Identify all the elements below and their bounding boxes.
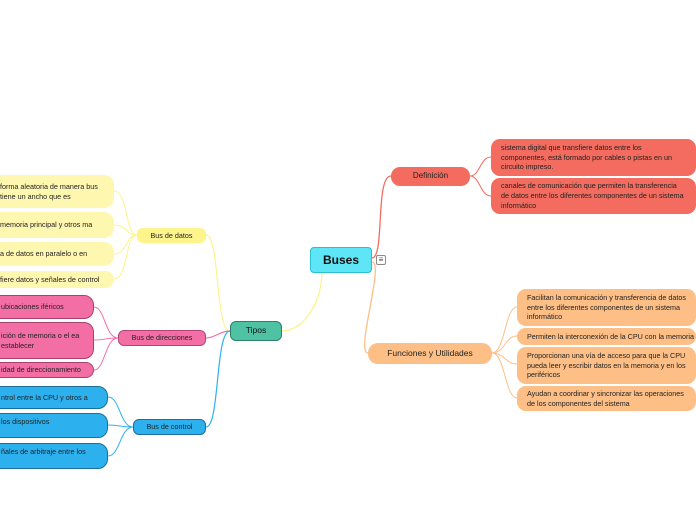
direcciones-item-2[interactable]: ición de memoria o el ea establecer: [0, 322, 94, 359]
connector-root-tipos: [281, 271, 323, 332]
topic-tipos[interactable]: Tipos: [230, 321, 282, 341]
datos-item-4-text: fiere datos y señales de control: [0, 274, 100, 284]
connector-funciones-item-4: [491, 352, 518, 399]
connector-tipos-direcciones: [205, 330, 231, 339]
subtopic-bus-de-datos[interactable]: Bus de datos: [137, 228, 206, 243]
connector-tipos-datos: [205, 234, 231, 332]
subtopic-bus-de-direcciones-label: Bus de direcciones: [131, 333, 193, 343]
connector-funciones-item-1: [491, 306, 518, 354]
funciones-item-3-text: Proporcionan una vía de acceso para que …: [527, 350, 686, 380]
connector-datos-item-4: [113, 234, 138, 280]
control-item-3[interactable]: ñales de arbitraje entre los: [0, 443, 108, 469]
datos-item-4[interactable]: fiere datos y señales de control: [0, 271, 114, 288]
definicion-item-1-text: sistema digital que transfiere datos ent…: [501, 142, 673, 172]
funciones-item-2[interactable]: Permiten la interconexión de la CPU con …: [517, 328, 696, 345]
definicion-item-2[interactable]: canales de comunicación que permiten la …: [491, 178, 696, 214]
definicion-item-2-text: canales de comunicación que permiten la …: [501, 181, 684, 210]
connector-root-definicion: [371, 175, 392, 259]
datos-item-1-text: forma aleatoria de manera bus tiene un a…: [0, 181, 98, 201]
root-topic-label: Buses: [322, 252, 360, 267]
connector-control-item-1: [107, 396, 134, 428]
connector-direcciones-item-3: [93, 337, 119, 371]
funciones-item-4-text: Ayudan a coordinar y sincronizar las ope…: [527, 388, 684, 408]
direcciones-item-3[interactable]: idad de direccionamiento: [0, 362, 94, 378]
menu-lines-icon[interactable]: ≡: [376, 255, 386, 265]
subtopic-bus-de-direcciones[interactable]: Bus de direcciones: [118, 330, 206, 346]
connector-definicion-item-1: [469, 156, 492, 177]
connector-datos-item-1: [113, 190, 138, 236]
direcciones-item-1-text: ubicaciones iféricos: [1, 302, 64, 312]
direcciones-item-2-text: ición de memoria o el ea establecer: [1, 330, 80, 350]
funciones-item-3[interactable]: Proporcionan una vía de acceso para que …: [517, 347, 696, 384]
topic-definicion[interactable]: Definición: [391, 167, 470, 186]
connector-definicion-item-2: [469, 175, 492, 197]
connector-control-item-2: [107, 424, 134, 428]
connector-tipos-control: [205, 330, 231, 428]
topic-tipos-label: Tipos: [245, 325, 267, 336]
datos-item-2[interactable]: memoria principal y otros ma: [0, 212, 114, 238]
datos-item-1[interactable]: forma aleatoria de manera bus tiene un a…: [0, 175, 114, 208]
direcciones-item-1[interactable]: ubicaciones iféricos: [0, 295, 94, 319]
topic-funciones-label: Funciones y Utilidades: [387, 347, 473, 358]
connector-root-funciones: [364, 261, 376, 354]
connector-datos-item-3: [113, 234, 138, 255]
control-item-2-text: los dispositivos: [1, 416, 50, 426]
connector-direcciones-item-1: [93, 306, 119, 339]
datos-item-3-text: a de datos en paralelo o en: [0, 249, 88, 259]
topic-definicion-label: Definición: [412, 171, 449, 181]
funciones-item-2-text: Permiten la interconexión de la CPU con …: [527, 331, 694, 341]
subtopic-bus-de-control-label: Bus de control: [146, 422, 193, 432]
funciones-item-1[interactable]: Facilitan la comunicación y transferenci…: [517, 289, 696, 326]
subtopic-bus-de-control[interactable]: Bus de control: [133, 419, 206, 435]
control-item-2[interactable]: los dispositivos: [0, 413, 108, 438]
direcciones-item-3-text: idad de direccionamiento: [1, 365, 81, 375]
connector-control-item-3: [107, 426, 134, 457]
datos-item-2-text: memoria principal y otros ma: [0, 220, 93, 230]
connector-datos-item-2: [113, 224, 138, 236]
root-topic[interactable]: Buses: [310, 247, 372, 273]
funciones-item-4[interactable]: Ayudan a coordinar y sincronizar las ope…: [517, 386, 696, 411]
control-item-3-text: ñales de arbitraje entre los: [1, 447, 86, 457]
funciones-item-1-text: Facilitan la comunicación y transferenci…: [527, 292, 687, 322]
definicion-item-1[interactable]: sistema digital que transfiere datos ent…: [491, 139, 696, 176]
control-item-1-text: ntrol entre la CPU y otros a: [1, 392, 88, 402]
topic-funciones[interactable]: Funciones y Utilidades: [368, 343, 492, 364]
subtopic-bus-de-datos-label: Bus de datos: [150, 230, 193, 240]
datos-item-3[interactable]: a de datos en paralelo o en: [0, 242, 114, 266]
control-item-1[interactable]: ntrol entre la CPU y otros a: [0, 386, 108, 409]
connector-funciones-item-2: [491, 335, 518, 354]
